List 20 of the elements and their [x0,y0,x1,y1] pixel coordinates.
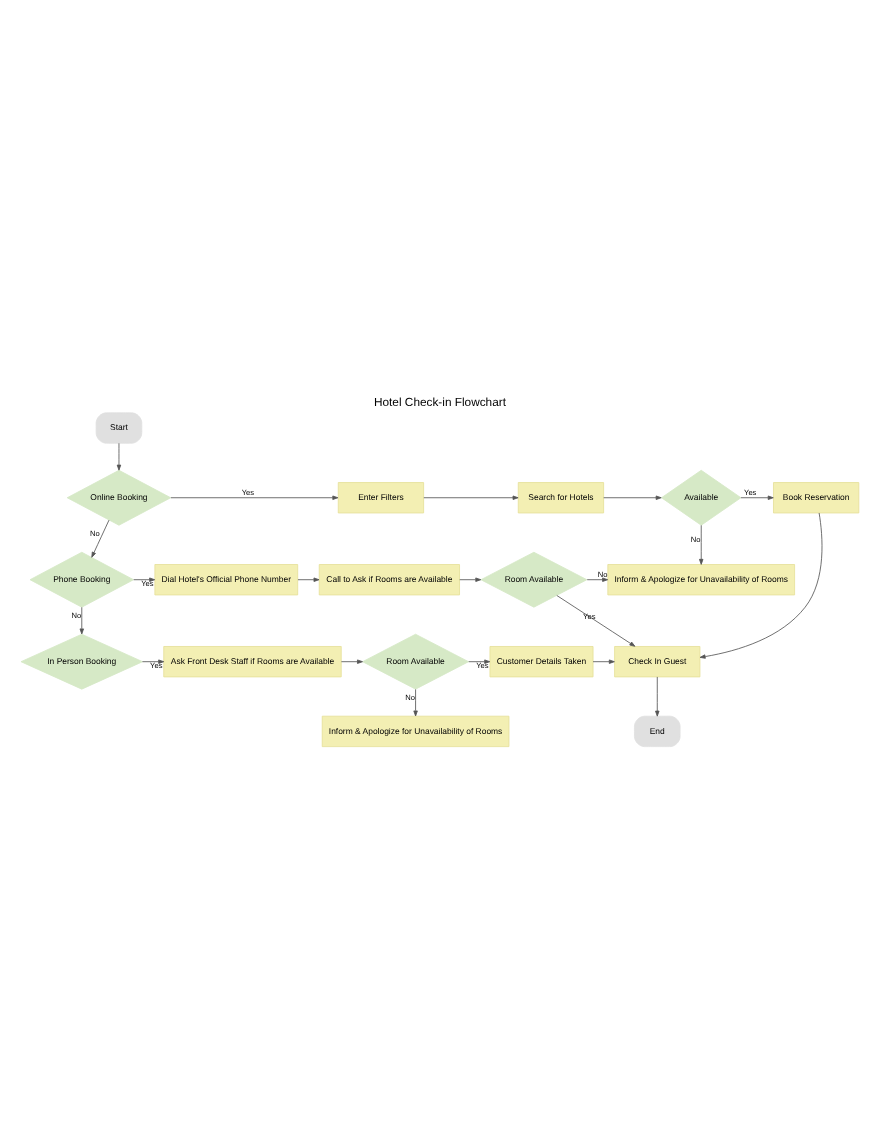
arrow [91,519,110,558]
arrow [586,577,609,582]
arrow [468,659,491,664]
arrow [116,442,122,471]
arrow [699,512,823,659]
arrow [413,689,418,717]
arrow [297,577,320,582]
arrow [459,577,482,582]
arrow [423,495,519,500]
arrow [142,659,165,664]
arrow [133,577,156,582]
arrow [699,524,704,565]
arrow [556,595,636,647]
arrow [170,495,339,500]
arrow [740,495,774,500]
arrow [592,659,615,664]
arrow [655,676,660,717]
arrow [340,659,363,664]
arrow [603,495,662,500]
arrow [79,606,84,635]
